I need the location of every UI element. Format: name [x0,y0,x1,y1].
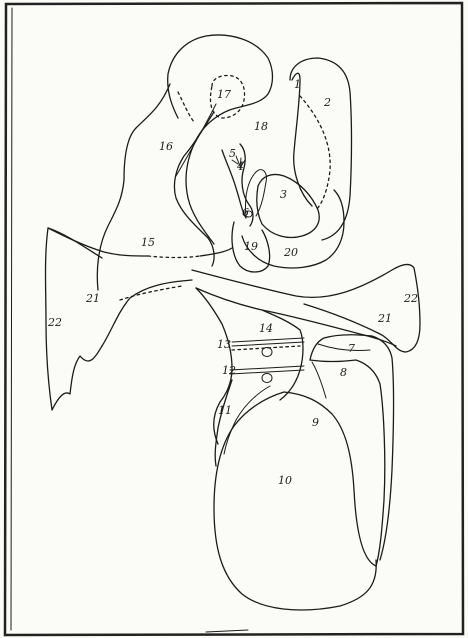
label-10: 10 [278,474,292,487]
label-18: 18 [254,120,268,133]
label-1: 1 [294,78,301,91]
label-6: 6 [242,206,249,219]
body-10-outline [214,392,376,610]
structure-12-bulb [262,374,272,383]
dotted-guide-16 [178,92,194,122]
label-15: 15 [141,236,155,249]
structure-11-outline [215,380,232,466]
label-9: 9 [312,416,319,429]
label-11: 11 [218,404,232,417]
band-15-dashed [148,256,200,258]
structure-9-outline [284,392,376,566]
left-wing-inner [102,280,192,346]
label-19: 19 [244,240,258,253]
stalk-inner-outline [174,112,214,266]
bottom-mark [206,630,248,632]
label-14: 14 [259,322,273,335]
label-13: 13 [217,338,231,351]
label-22-right: 22 [403,292,418,305]
label-5: 5 [229,147,236,160]
label-12: 12 [222,364,236,377]
structure-7-8-divider [318,344,370,351]
structure-12-lines [230,366,304,374]
structure-7-outline [310,335,394,560]
structure-13-bulb [262,348,272,357]
label-3: 3 [280,188,287,201]
structure-1-hook [292,73,312,206]
band-15-solid [48,228,148,256]
label-2: 2 [323,96,331,109]
label-8: 8 [340,366,347,379]
label-4: 4 [236,160,244,173]
structure-8-9-divider [312,362,326,398]
label-17: 17 [217,88,231,101]
structure-11-inner [224,386,270,454]
label-7: 7 [348,342,355,355]
page-border [5,3,463,635]
structure-2-dashed [300,96,330,210]
label-16: 16 [159,140,173,153]
structure-13-lines [232,338,304,346]
label-20: 20 [283,246,298,259]
label-22-left: 22 [47,316,62,329]
label-21-left: 21 [85,292,100,305]
label-21-right: 21 [377,312,392,325]
left-border-line [11,8,12,630]
stalk-left-outline [97,84,170,290]
band-15-right [200,248,232,256]
structure-8-outline [310,360,385,566]
